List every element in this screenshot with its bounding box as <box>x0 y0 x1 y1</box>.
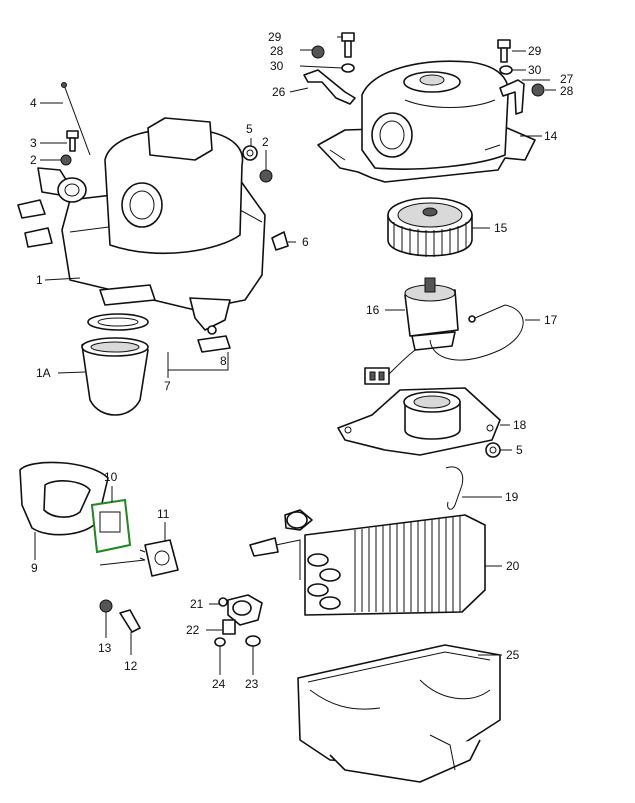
duct-1A <box>81 337 149 416</box>
callout-7: 7 <box>164 379 171 393</box>
bracket-27 <box>499 79 525 115</box>
spring-clip <box>445 466 464 510</box>
bolt-29a <box>341 32 355 58</box>
clip-30a <box>341 63 355 73</box>
callout-22: 22 <box>186 623 200 637</box>
screw-12 <box>119 609 141 633</box>
expansion-valve <box>218 594 263 626</box>
bolt-29b <box>497 39 511 63</box>
nut-2b <box>259 169 273 183</box>
bracket-26 <box>303 69 356 105</box>
callout-1: 1 <box>36 273 43 287</box>
callout-16: 16 <box>366 303 380 317</box>
foam-block-8 <box>197 335 231 353</box>
blower-assembly <box>17 117 266 335</box>
fan-wheel <box>387 197 473 257</box>
callout-2b: 2 <box>262 135 269 149</box>
callout-23: 23 <box>245 677 259 691</box>
clip-30b <box>499 65 513 75</box>
callout-28b: 28 <box>560 84 574 98</box>
leader-lines <box>34 36 556 675</box>
callout-18: 18 <box>513 418 527 432</box>
callout-20: 20 <box>506 559 520 573</box>
upper-blower-housing <box>317 60 536 183</box>
motor-mount-plate <box>337 387 501 456</box>
callout-10: 10 <box>104 470 118 484</box>
callout-29b: 29 <box>528 44 542 58</box>
callout-17: 17 <box>544 313 558 327</box>
callout-8: 8 <box>220 354 227 368</box>
callout-19: 19 <box>505 490 519 504</box>
callout-9: 9 <box>31 561 38 575</box>
nut-2a <box>60 154 72 166</box>
callout-2a: 2 <box>30 153 37 167</box>
callout-5a: 5 <box>246 122 253 136</box>
nut-5b <box>485 442 501 458</box>
callout-30a: 30 <box>270 59 284 73</box>
resistor-connector-11 <box>139 539 179 577</box>
callout-4: 4 <box>30 96 37 110</box>
screw-3 <box>66 130 79 152</box>
motor-wire <box>364 304 524 385</box>
resistor-board-10 <box>90 498 132 554</box>
callout-21: 21 <box>190 597 204 611</box>
callout-11: 11 <box>157 507 170 521</box>
callout-24: 24 <box>212 677 226 691</box>
callout-30b: 30 <box>528 63 542 77</box>
nut-5a <box>242 145 258 161</box>
callout-13: 13 <box>98 641 112 655</box>
callout-25: 25 <box>506 648 520 662</box>
callout-15: 15 <box>494 221 508 235</box>
fitting-22 <box>222 619 236 635</box>
nut-28b <box>531 83 545 97</box>
clip-6 <box>271 231 289 251</box>
blower-motor <box>404 277 459 351</box>
callout-labels: 29 28 30 26 29 30 27 28 14 4 3 2 5 2 6 1… <box>30 30 574 691</box>
callout-12: 12 <box>124 659 138 673</box>
callout-5b: 5 <box>516 443 523 457</box>
callout-6: 6 <box>302 235 309 249</box>
washer-24 <box>214 637 226 647</box>
callout-26: 26 <box>272 85 286 99</box>
callout-1A: 1A <box>36 366 51 380</box>
callout-27: 27 <box>560 72 574 86</box>
callout-29a: 29 <box>268 30 282 44</box>
callout-28a: 28 <box>270 44 284 58</box>
callout-14: 14 <box>544 129 558 143</box>
lower-tray <box>297 644 501 783</box>
nut-28a <box>311 45 325 59</box>
seal-9 <box>19 461 109 536</box>
rod-4 <box>61 82 91 156</box>
cap-23 <box>245 635 261 647</box>
gasket-ring <box>87 313 149 331</box>
nut-13 <box>99 599 113 613</box>
callout-3: 3 <box>30 136 37 150</box>
evaporator-core <box>249 509 486 616</box>
